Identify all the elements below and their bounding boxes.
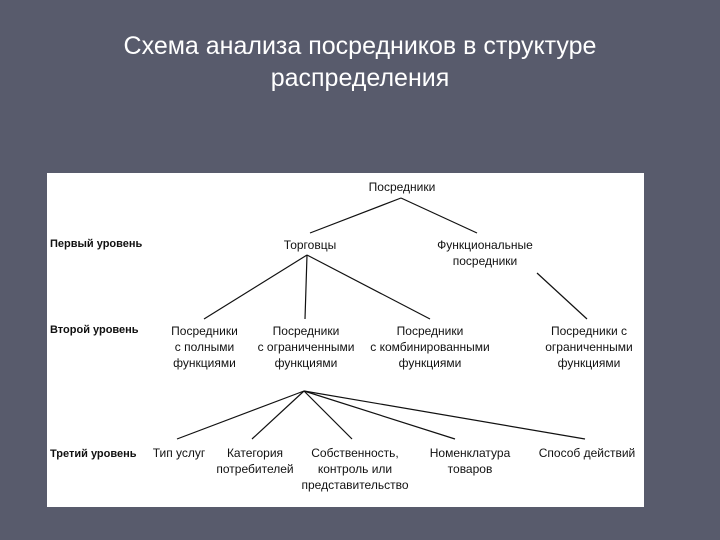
title-line-1: Схема анализа посредников в структуре xyxy=(123,32,597,60)
node-product-range-line: Номенклатура xyxy=(429,446,511,460)
line-limited-category xyxy=(251,390,305,440)
node-root: Посредники xyxy=(347,179,457,195)
line-limited-range xyxy=(303,390,456,440)
line-limited-method xyxy=(303,390,586,440)
line-traders-combined xyxy=(306,254,431,320)
node-ownership-line: представительство xyxy=(301,478,409,492)
node-ownership-line: контроль или xyxy=(317,462,393,476)
node-functional: Функциональные посредники xyxy=(425,237,545,269)
node-full-function-line: Посредники xyxy=(171,324,238,338)
line-root-traders xyxy=(309,197,402,234)
node-functional-limited-line: функциями xyxy=(557,356,621,370)
node-ownership: Собственность, контроль или представител… xyxy=(299,445,411,493)
node-action-method: Способ действий xyxy=(533,445,641,461)
node-product-range: Номенклатура товаров xyxy=(419,445,521,477)
node-limited-function-line: с ограниченными xyxy=(257,340,355,354)
line-traders-limited xyxy=(304,254,308,320)
node-traders-line: Торговцы xyxy=(283,238,337,252)
node-product-range-line: товаров xyxy=(447,462,493,476)
node-root-line: Посредники xyxy=(368,180,436,194)
node-limited-function: Посредники с ограниченными функциями xyxy=(252,323,360,371)
level-label-third: Третий уровень xyxy=(50,448,137,460)
node-service-type: Тип услуг xyxy=(145,445,213,461)
title-line-2: распределения xyxy=(270,64,450,92)
level-label-second: Второй уровень xyxy=(50,324,139,336)
node-service-type-line: Тип услуг xyxy=(152,446,206,460)
node-functional-line: посредники xyxy=(452,254,518,268)
slide-title: Схема анализа посредников в структуре ра… xyxy=(60,30,660,94)
node-functional-limited: Посредники с ограниченными функциями xyxy=(535,323,643,371)
node-combined-function-line: с комбинированными xyxy=(370,340,490,354)
node-consumer-category-line: потребителей xyxy=(216,462,294,476)
node-full-function-line: функциями xyxy=(173,356,236,370)
node-full-function-line: с полными xyxy=(174,340,235,354)
node-consumer-category-line: Категория xyxy=(226,446,284,460)
node-limited-function-line: функциями xyxy=(274,356,338,370)
line-root-functional xyxy=(400,197,478,234)
line-functional-limited xyxy=(536,272,588,320)
node-limited-function-line: Посредники xyxy=(272,324,340,338)
node-consumer-category: Категория потребителей xyxy=(213,445,297,477)
node-traders: Торговцы xyxy=(260,237,360,253)
line-traders-full xyxy=(203,254,308,320)
node-combined-function-line: Посредники xyxy=(396,324,464,338)
node-combined-function-line: функциями xyxy=(398,356,462,370)
node-functional-line: Функциональные xyxy=(437,238,533,252)
hierarchy-diagram: Первый уровень Второй уровень Третий уро… xyxy=(47,173,644,507)
node-full-function: Посредники с полными функциями xyxy=(157,323,252,371)
node-action-method-line: Способ действий xyxy=(538,446,636,460)
node-functional-limited-line: ограниченными xyxy=(545,340,633,354)
node-functional-limited-line: Посредники с xyxy=(550,324,627,338)
connector-lines xyxy=(176,197,588,440)
node-combined-function: Посредники с комбинированными функциями xyxy=(365,323,495,371)
node-ownership-line: Собственность, xyxy=(311,446,399,460)
line-limited-service xyxy=(176,390,305,440)
line-limited-ownership xyxy=(303,390,353,440)
level-label-first: Первый уровень xyxy=(50,238,143,250)
